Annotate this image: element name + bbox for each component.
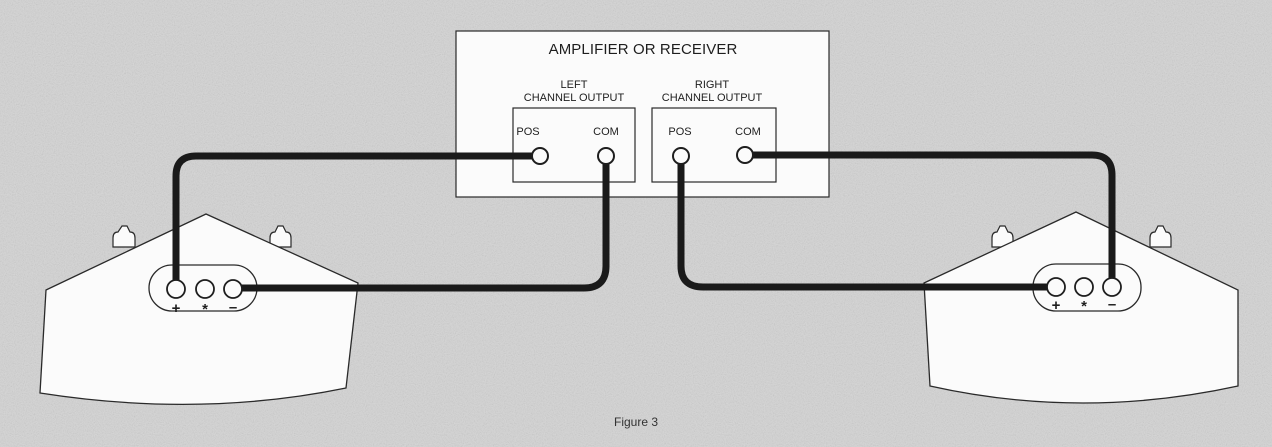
right-channel-panel [651, 107, 777, 183]
left-speaker-lug-left [112, 225, 136, 248]
figure-caption: Figure 3 [614, 415, 658, 429]
right-channel-label-line1: RIGHT [695, 79, 730, 91]
wire-left-positive [172, 152, 544, 292]
left-com-terminal [597, 147, 615, 165]
left-speaker-plus-label: + [172, 300, 181, 317]
wire-right-positive [677, 152, 1062, 291]
left-speaker-minus-label: – [229, 299, 237, 316]
left-pos-terminal [531, 147, 549, 165]
right-com-label: COM [735, 126, 761, 138]
left-speaker-plus-terminal [166, 279, 186, 299]
right-speaker-plus-terminal [1046, 277, 1066, 297]
amplifier-title: AMPLIFIER OR RECEIVER [549, 41, 738, 58]
right-speaker-lug-right [1149, 225, 1172, 248]
right-speaker-lug-left [991, 225, 1014, 248]
right-speaker-minus-terminal [1102, 277, 1122, 297]
left-speaker-mid-terminal [195, 279, 215, 299]
wire-left-negative [229, 152, 610, 292]
right-speaker-plus-label: + [1052, 297, 1061, 314]
right-speaker-mid-terminal [1074, 277, 1094, 297]
left-speaker-lug-right [269, 225, 292, 248]
right-speaker-mid-label: * [1081, 298, 1087, 315]
left-pos-label: POS [516, 126, 539, 138]
right-channel-label-line2: CHANNEL OUTPUT [662, 92, 763, 104]
right-pos-label: POS [668, 126, 691, 138]
left-speaker-minus-terminal [223, 279, 243, 299]
left-channel-panel [512, 107, 636, 183]
amplifier-box: AMPLIFIER OR RECEIVER LEFT CHANNEL OUTPU… [455, 30, 830, 198]
wire-right-negative [741, 151, 1116, 290]
left-channel-label-line2: CHANNEL OUTPUT [524, 92, 625, 104]
left-speaker-mid-label: * [202, 301, 208, 318]
left-channel-label-line1: LEFT [561, 79, 588, 91]
right-speaker-minus-label: – [1108, 296, 1116, 313]
left-com-label: COM [593, 126, 619, 138]
right-com-terminal [736, 146, 754, 164]
right-pos-terminal [672, 147, 690, 165]
